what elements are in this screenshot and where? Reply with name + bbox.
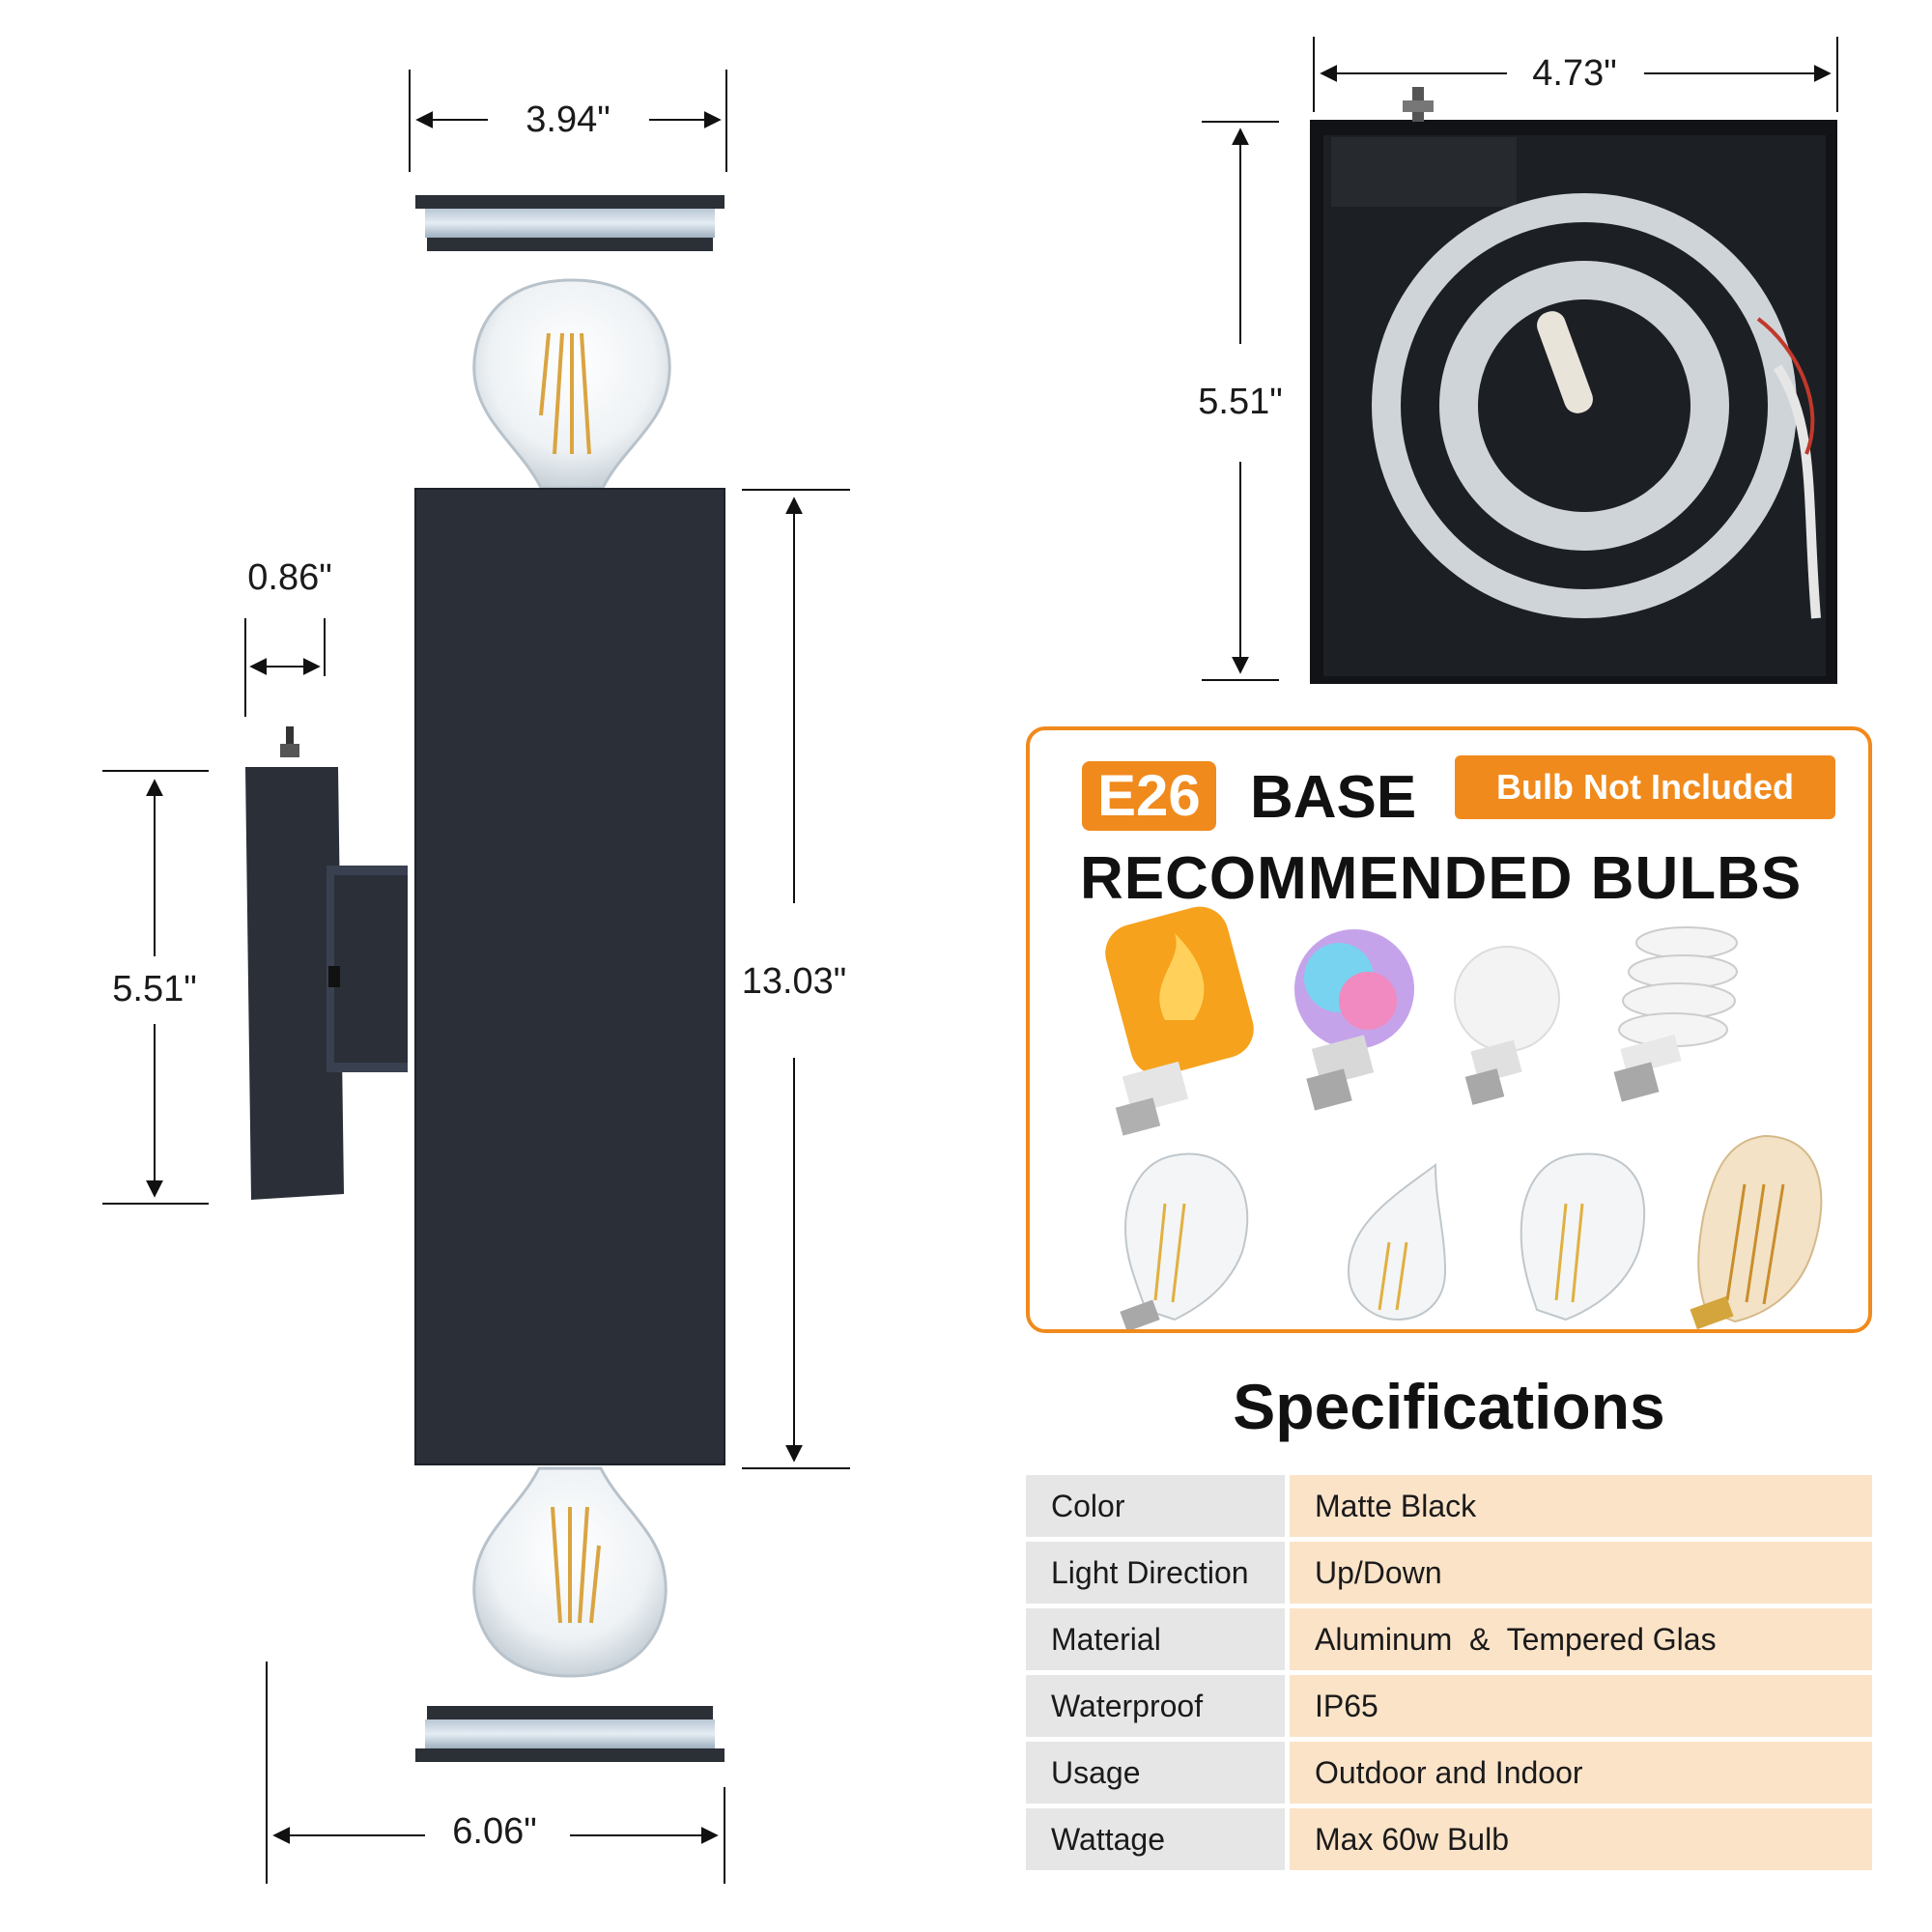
spec-key: Waterproof	[1026, 1675, 1290, 1737]
spec-key: Color	[1026, 1475, 1290, 1537]
spec-key: Material	[1026, 1608, 1290, 1670]
recommended-bulbs-panel: E26 BASE Bulb Not Included RECOMMENDED B…	[1026, 726, 1872, 1333]
st64-edison-bulb-icon	[1120, 1152, 1249, 1329]
table-row: Color Matte Black	[1026, 1475, 1872, 1537]
dim-box-width: 4.73"	[1526, 55, 1623, 92]
dim-backplate-depth: 0.86"	[242, 559, 338, 596]
spec-value: Max 60w Bulb	[1290, 1808, 1872, 1870]
spec-value: Matte Black	[1290, 1475, 1872, 1537]
table-row: Waterproof IP65	[1026, 1675, 1872, 1737]
dim-top-width: 3.94"	[520, 101, 616, 138]
white-led-bulb-icon	[1454, 946, 1560, 1105]
fixture-body	[414, 488, 725, 1465]
candle-filament-bulb-icon	[1347, 1163, 1447, 1321]
dim-body-height: 13.03"	[735, 963, 853, 1000]
box-height-dimension	[1202, 121, 1279, 681]
flame-bulb-icon	[1105, 906, 1254, 1136]
bottom-bulb	[472, 1466, 668, 1678]
backplate-height-dimension	[102, 770, 209, 1205]
backplate-depth-dimension	[244, 618, 326, 717]
recommended-bulbs-heading: RECOMMENDED BULBS	[1080, 845, 1803, 912]
backplate-side-view	[245, 726, 408, 1200]
table-row: Wattage Max 60w Bulb	[1026, 1808, 1872, 1870]
dim-backplate-height: 5.51"	[106, 971, 203, 1008]
spec-key: Usage	[1026, 1742, 1290, 1804]
vintage-amber-bulb-icon	[1690, 1134, 1823, 1329]
dim-overall-width: 6.06"	[446, 1813, 543, 1850]
base-label: BASE	[1250, 764, 1417, 831]
spec-key: Wattage	[1026, 1808, 1290, 1870]
table-row: Material Aluminum & Tempered Glas	[1026, 1608, 1872, 1670]
bulb-not-included-badge: Bulb Not Included	[1455, 755, 1835, 819]
spec-key: Light Direction	[1026, 1542, 1290, 1604]
cfl-spiral-bulb-icon	[1613, 926, 1738, 1102]
table-row: Light Direction Up/Down	[1026, 1542, 1872, 1604]
specifications-table: Color Matte Black Light Direction Up/Dow…	[1026, 1470, 1872, 1875]
spec-value: Up/Down	[1290, 1542, 1872, 1604]
bottom-glass-lens	[415, 1706, 724, 1762]
junction-box-view	[1310, 87, 1837, 684]
specifications-title: Specifications	[1233, 1371, 1665, 1442]
top-width-dimension	[409, 70, 727, 172]
st58-filament-bulb-icon	[1520, 1152, 1646, 1321]
spec-value: Aluminum & Tempered Glas	[1290, 1608, 1872, 1670]
box-width-dimension	[1313, 37, 1838, 112]
e26-badge: E26	[1082, 761, 1216, 831]
rgb-smart-bulb-icon	[1294, 929, 1414, 1111]
top-bulb	[472, 278, 671, 490]
spec-value: IP65	[1290, 1675, 1872, 1737]
dim-box-height: 5.51"	[1192, 384, 1289, 420]
top-glass-lens	[415, 195, 724, 251]
bulb-illustrations	[1105, 906, 1823, 1329]
body-height-dimension	[742, 489, 850, 1469]
table-row: Usage Outdoor and Indoor	[1026, 1742, 1872, 1804]
spec-value: Outdoor and Indoor	[1290, 1742, 1872, 1804]
overall-width-dimension	[266, 1662, 725, 1884]
